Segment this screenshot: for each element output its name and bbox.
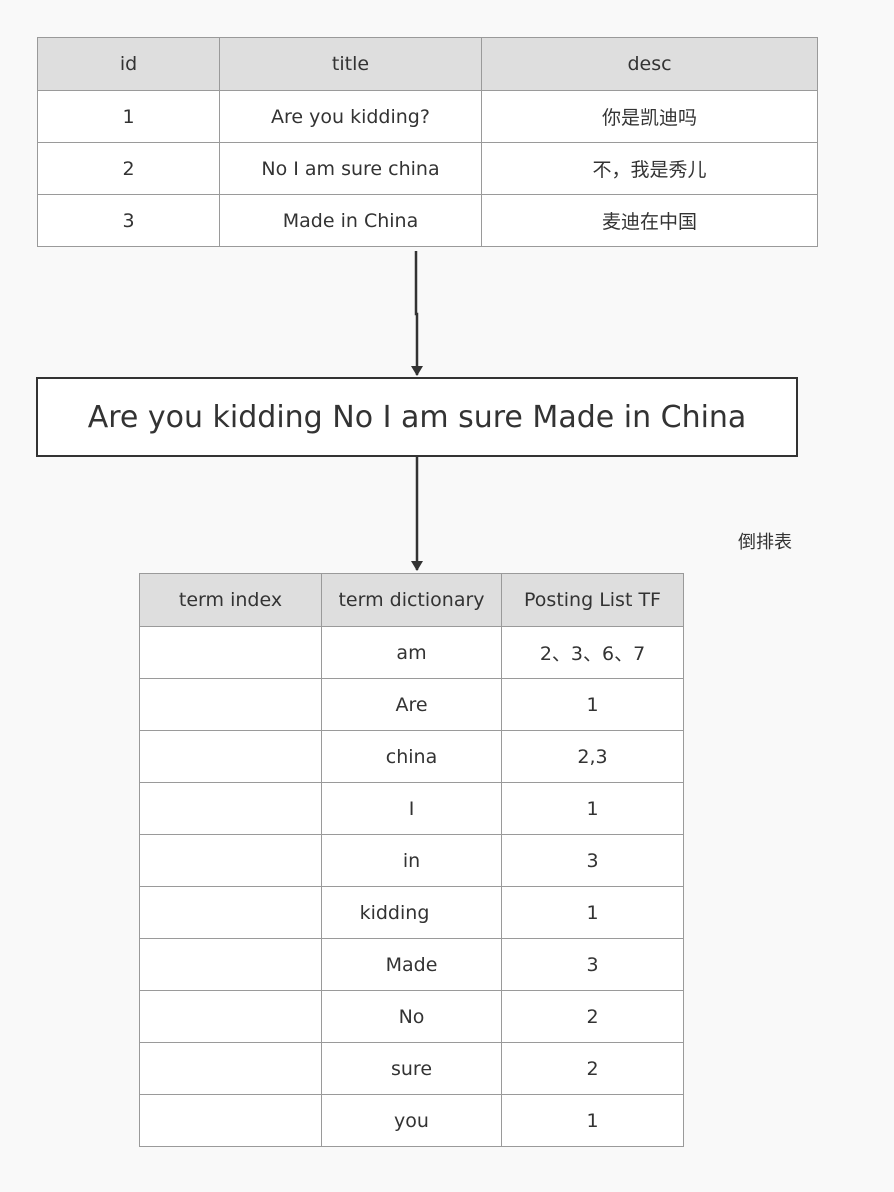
inverted-index-label: 倒排表 (738, 532, 792, 553)
table-row: Made 3 (139, 938, 684, 991)
table-row: am 2、3、6、7 (139, 626, 684, 679)
header-posting-list: Posting List TF (501, 573, 684, 627)
term-index-cell (139, 626, 322, 679)
arrow-table-to-text (411, 251, 423, 376)
posting-list-cell: 1 (501, 1094, 684, 1147)
table-row: sure 2 (139, 1042, 684, 1095)
term-cell: kidding (321, 886, 502, 939)
posting-list-cell: 1 (501, 678, 684, 731)
source-cell-id: 2 (37, 142, 220, 195)
term-index-cell (139, 938, 322, 991)
posting-list-cell: 3 (501, 834, 684, 887)
term-index-cell (139, 678, 322, 731)
source-cell-title: No I am sure china (219, 142, 482, 195)
term-cell: in (321, 834, 502, 887)
term-index-cell (139, 834, 322, 887)
source-cell-desc: 你是凯迪吗 (481, 90, 818, 143)
inverted-index-table: term index term dictionary Posting List … (139, 573, 684, 1147)
table-row: I 1 (139, 782, 684, 835)
source-table: id title desc 1 Are you kidding? 你是凯迪吗 2… (37, 37, 818, 247)
term-cell: I (321, 782, 502, 835)
source-header-desc: desc (481, 37, 818, 91)
concatenated-text: Are you kidding No I am sure Made in Chi… (87, 399, 747, 435)
table-row: No 2 (139, 990, 684, 1043)
term-cell: sure (321, 1042, 502, 1095)
source-table-header-row: id title desc (37, 37, 818, 91)
posting-list-cell: 2 (501, 990, 684, 1043)
source-cell-id: 3 (37, 194, 220, 247)
posting-list-cell: 3 (501, 938, 684, 991)
term-cell: Made (321, 938, 502, 991)
posting-list-cell: 2、3、6、7 (501, 626, 684, 679)
table-row: you 1 (139, 1094, 684, 1147)
posting-list-cell: 1 (501, 782, 684, 835)
source-cell-desc: 不，我是秀儿 (481, 142, 818, 195)
term-index-cell (139, 782, 322, 835)
term-cell: No (321, 990, 502, 1043)
source-header-id: id (37, 37, 220, 91)
table-row: Are 1 (139, 678, 684, 731)
header-term-dictionary: term dictionary (321, 573, 502, 627)
table-row: in 3 (139, 834, 684, 887)
inverted-table-header-row: term index term dictionary Posting List … (139, 573, 684, 627)
term-cell: you (321, 1094, 502, 1147)
term-index-cell (139, 1042, 322, 1095)
source-cell-desc: 麦迪在中国 (481, 194, 818, 247)
term-cell: china (321, 730, 502, 783)
term-cell: Are (321, 678, 502, 731)
source-cell-title: Made in China (219, 194, 482, 247)
term-index-cell (139, 730, 322, 783)
source-cell-title: Are you kidding? (219, 90, 482, 143)
table-row: kidding 1 (139, 886, 684, 939)
term-index-cell (139, 990, 322, 1043)
table-row: 1 Are you kidding? 你是凯迪吗 (37, 90, 818, 143)
term-index-cell (139, 1094, 322, 1147)
posting-list-cell: 2,3 (501, 730, 684, 783)
term-index-cell (139, 886, 322, 939)
table-row: 2 No I am sure china 不，我是秀儿 (37, 142, 818, 195)
posting-list-cell: 1 (501, 886, 684, 939)
header-term-index: term index (139, 573, 322, 627)
term-cell: am (321, 626, 502, 679)
table-row: china 2,3 (139, 730, 684, 783)
table-row: 3 Made in China 麦迪在中国 (37, 194, 818, 247)
concatenated-text-box: Are you kidding No I am sure Made in Chi… (36, 377, 798, 457)
source-cell-id: 1 (37, 90, 220, 143)
source-header-title: title (219, 37, 482, 91)
posting-list-cell: 2 (501, 1042, 684, 1095)
